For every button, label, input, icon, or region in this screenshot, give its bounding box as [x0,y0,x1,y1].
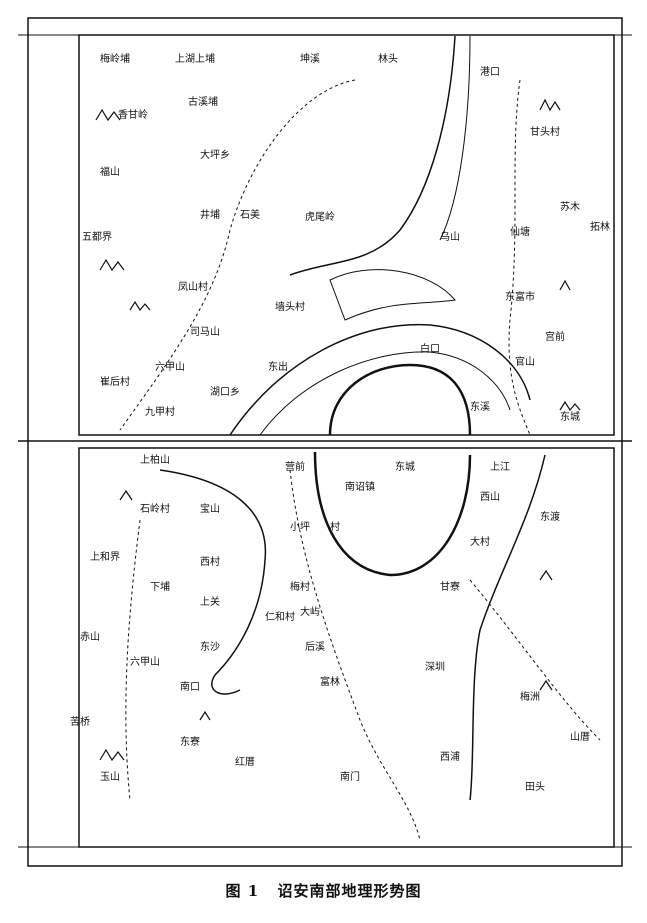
place-label: 甘寮 [440,580,460,593]
river-upper-bay-inner [259,351,511,436]
place-label: 梅岭埔 [100,52,130,65]
place-label: 营前 [285,460,305,473]
place-label: 西村 [200,555,220,568]
place-label: 九甲村 [145,405,175,418]
lower-place-labels: 上柏山 营前 南诏镇 东城 上江 西山 石岭村 宝山 小坪 村 大村 东渡 西村… [70,453,590,793]
place-label: 西浦 [440,750,460,763]
place-label: 墙头村 [275,300,305,313]
river-upper-east [289,35,456,276]
place-label: 梅洲 [520,690,540,703]
place-label: 东城 [395,460,415,473]
place-label: 石岭村 [140,502,170,515]
river-upper-bay [229,323,531,436]
road-lower-center [289,469,421,841]
place-label: 六甲山 [155,361,185,373]
place-label: 红厝 [235,755,255,768]
place-label: 南门 [340,770,360,783]
place-label: 东溪 [470,400,490,413]
place-label: 五都界 [82,231,112,243]
place-label: 上柏山 [140,453,170,466]
place-label: 湖口乡 [210,386,240,398]
place-label: 东富市 [505,290,535,303]
road-lower-east [469,579,601,741]
mountain-marks [95,98,581,762]
town-wall-upper [328,363,472,436]
place-label: 乌山 [440,230,460,243]
place-label: 南诏镇 [345,480,375,493]
island [329,269,456,321]
place-label: 古溪埔 [188,95,218,108]
figure-number: 图 1 [225,882,260,900]
place-label: 崔后村 [100,375,130,388]
place-label: 东沙 [200,640,220,653]
place-label: 小坪 [290,520,310,533]
lower-panel [78,447,615,848]
place-label: 南口 [180,680,200,693]
place-label: 林头 [378,52,398,65]
place-label: 赤山 [80,631,100,643]
place-label: 梅村 [290,580,310,593]
place-label: 司马山 [190,326,220,338]
place-label: 香甘岭 [118,108,148,121]
river-lower-east [469,454,546,801]
place-label: 官山 [515,355,535,368]
place-label: 石美 [240,208,260,221]
figure-title: 诏安南部地理形势图 [277,882,422,900]
town-wall-lower [313,451,472,577]
place-label: 宝山 [200,502,220,515]
place-label: 大坪乡 [200,148,230,161]
place-label: 大屿 [300,605,320,618]
place-label: 宫前 [545,330,565,343]
place-label: 玉山 [100,771,120,783]
place-label: 仁和村 [265,610,295,623]
place-label: 深圳 [425,661,445,673]
place-label: 井埔 [200,208,220,221]
place-label: 六甲山 [130,656,160,668]
place-label: 东出 [268,360,288,373]
place-label: 东寮 [180,735,200,748]
place-label: 后溪 [305,641,325,653]
place-label: 甘头村 [530,125,560,138]
place-label: 田头 [525,781,545,793]
road-upper-east [508,79,531,436]
place-label: 上和界 [90,551,120,563]
place-label: 东城 [560,410,580,423]
place-label: 下埔 [150,580,170,593]
place-label: 东渡 [540,510,560,523]
place-label: 村 [330,520,340,533]
road-lower-west [125,519,141,801]
place-label: 福山 [100,165,120,178]
river-upper-west [119,79,356,431]
place-label: 山厝 [570,731,590,743]
river-upper-east-bank [439,35,471,241]
place-label: 上江 [490,461,510,473]
figure-caption: 图 1 诏安南部地理形势图 [0,880,647,901]
outer-frame [27,17,623,867]
upper-place-labels: 梅岭埔 上湖上埔 香甘岭 古溪埔 坤溪 大坪乡 福山 石美 井埔 林头 港口 乌… [82,52,610,423]
upper-panel [78,34,615,436]
place-label: 凤山村 [178,280,208,293]
place-label: 仙塘 [510,225,530,238]
place-label: 坤溪 [300,52,320,65]
place-label: 富林 [320,675,340,688]
place-label: 苏木 [560,200,580,213]
place-label: 苦桥 [70,715,90,728]
place-label: 大村 [470,535,490,548]
river-lower-west [159,469,267,695]
place-label: 白口 [420,342,440,355]
place-label: 西山 [480,491,500,503]
place-label: 虎尾岭 [305,210,335,223]
place-label: 港口 [480,66,500,78]
place-label: 上关 [200,595,220,608]
place-label: 上湖上埔 [175,52,215,65]
place-label: 拓林 [590,220,610,233]
